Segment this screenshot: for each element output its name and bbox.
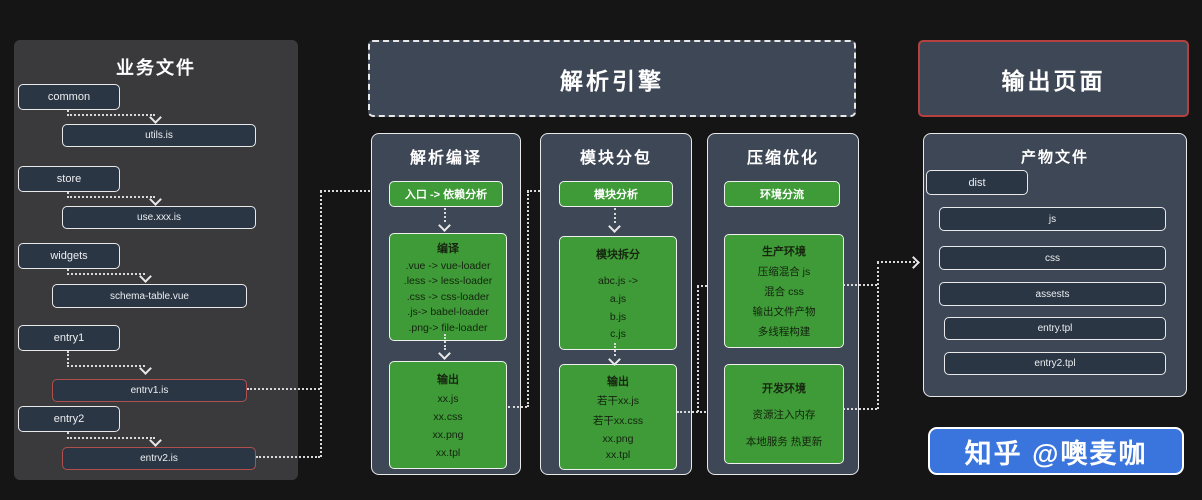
connector-store-usexxx: [67, 196, 155, 198]
output-file-css: css: [939, 246, 1166, 270]
box-line: .js-> babel-loader: [407, 306, 489, 319]
box-output-1: 输出 xx.js xx.css xx.png xx.tpl: [389, 361, 507, 469]
box-line: 多线程构建: [757, 326, 811, 338]
connector-entry2-file: [67, 437, 155, 439]
connector-col1-col2-riser: [527, 191, 529, 407]
connector-into-output-panel: [877, 261, 915, 263]
column-title: 压缩优化: [746, 150, 819, 167]
connector-store-usexxx: [67, 192, 69, 198]
connector-output1-exit: [508, 406, 527, 408]
box-output-2: 输出 若干xx.js 若干xx.css xx.png xx.tpl: [559, 364, 677, 470]
file-box-schema-table: schema-table.vue: [52, 284, 247, 308]
output-files-title: 产物文件: [1020, 149, 1089, 166]
box-title: 编译: [437, 243, 459, 256]
output-file-entry-tpl: entry.tpl: [944, 317, 1166, 340]
folder-box-widgets: widgets: [18, 243, 120, 269]
box-line: xx.png: [602, 432, 634, 445]
box-line: .vue -> vue-loader: [405, 259, 491, 272]
connector-entry1-file: [67, 365, 145, 367]
box-compile: 编译 .vue -> vue-loader .less -> less-load…: [389, 233, 507, 341]
dist-box: dist: [926, 170, 1028, 195]
connector-entries-riser: [320, 191, 322, 457]
box-line: xx.png: [432, 429, 464, 441]
file-box-entry2-js: entrv2.is: [62, 447, 256, 470]
box-line: xx.css: [433, 411, 463, 423]
connector-col2-col3-riser: [697, 286, 699, 412]
box-line: 输出文件产物: [752, 306, 816, 318]
connector-split-to-output: [614, 343, 616, 356]
box-title: 模块拆分: [596, 248, 640, 261]
file-box-utils: utils.is: [62, 124, 256, 147]
output-files-panel: 产物文件 dist js css assests entry.tpl entry…: [923, 133, 1187, 397]
folder-box-common: common: [18, 84, 120, 110]
output-page-header: 输出页面: [918, 40, 1189, 117]
column-title: 模块分包: [579, 150, 652, 167]
connector-entry2-to-engine: [256, 456, 320, 458]
box-line: c.js: [610, 328, 626, 341]
connector-devenv-exit: [843, 408, 877, 410]
box-line: 混合 css: [764, 286, 804, 298]
output-file-js: js: [939, 207, 1166, 231]
box-title: 输出: [437, 374, 459, 386]
connector-step-to-compile: [444, 208, 446, 222]
box-line: xx.tpl: [435, 447, 461, 459]
connector-output2-to-devenv: [677, 411, 717, 413]
box-line: b.js: [609, 310, 627, 323]
box-line: xx.js: [437, 393, 459, 405]
box-line: abc.js ->: [598, 275, 638, 288]
folder-box-entry1: entry1: [18, 325, 120, 351]
box-line: 资源注入内存: [752, 409, 816, 421]
output-file-assests: assests: [939, 282, 1166, 306]
connector-into-entry-analysis: [320, 190, 378, 192]
connector-into-prod-env: [697, 285, 715, 287]
box-line: 本地服务 热更新: [745, 435, 823, 448]
box-title: 开发环境: [762, 382, 806, 395]
box-line: 若干xx.css: [592, 414, 644, 427]
box-line: .css -> css-loader: [406, 290, 490, 303]
connector-prodenv-exit: [843, 284, 877, 286]
business-files-title: 业务文件: [116, 58, 196, 78]
connector-entry1-file: [67, 351, 69, 367]
box-line: xx.tpl: [605, 449, 631, 462]
file-box-entry1-js: entrv1.is: [52, 379, 247, 402]
column-parse-compile: 解析编译 入口 -> 依赖分析 编译 .vue -> vue-loader .l…: [371, 133, 521, 475]
step-env-split: 环境分流: [724, 181, 840, 207]
box-production-env: 生产环境 压缩混合 js 混合 css 输出文件产物 多线程构建: [724, 234, 844, 348]
connector-analysis-to-split: [614, 208, 616, 223]
connector-into-module-analysis: [527, 190, 547, 192]
column-compress-optimize: 压缩优化 环境分流 生产环境 压缩混合 js 混合 css 输出文件产物 多线程…: [707, 133, 859, 475]
box-title: 输出: [607, 375, 629, 388]
connector-compile-to-output: [444, 334, 446, 350]
box-line: a.js: [609, 292, 627, 305]
connector-common-utils: [67, 110, 69, 116]
box-development-env: 开发环境 资源注入内存 本地服务 热更新: [724, 364, 844, 464]
folder-box-store: store: [18, 166, 120, 192]
column-module-split: 模块分包 模块分析 模块拆分 abc.js -> a.js b.js c.js …: [540, 133, 692, 475]
box-title: 生产环境: [762, 246, 806, 258]
output-file-entry2-tpl: entry2.tpl: [944, 352, 1166, 375]
folder-box-entry2: entry2: [18, 406, 120, 432]
step-module-analysis: 模块分析: [559, 181, 673, 207]
connector-widgets-schema: [67, 273, 145, 275]
connector-col3-output-riser: [877, 262, 879, 409]
connector-common-utils: [67, 114, 155, 116]
box-line: .png-> file-loader: [408, 321, 488, 334]
box-line: 若干xx.js: [597, 395, 639, 408]
box-module-split: 模块拆分 abc.js -> a.js b.js c.js: [559, 236, 677, 350]
business-files-panel: 业务文件 common utils.is store use.xxx.is wi…: [14, 40, 298, 480]
file-box-usexxx: use.xxx.is: [62, 206, 256, 229]
connector-widgets-schema: [67, 269, 69, 275]
step-entry-dependency-analysis: 入口 -> 依赖分析: [389, 181, 503, 207]
box-line: .less -> less-loader: [403, 275, 493, 288]
zhihu-watermark: 知乎 @噢麦咖: [928, 427, 1184, 475]
connector-entry2-file: [67, 432, 69, 439]
column-title: 解析编译: [409, 150, 482, 167]
connector-entry1-to-engine: [247, 388, 320, 390]
arrowhead-right-icon: [907, 256, 920, 269]
engine-header: 解析引擎: [368, 40, 856, 117]
box-line: 压缩混合 js: [757, 266, 811, 278]
